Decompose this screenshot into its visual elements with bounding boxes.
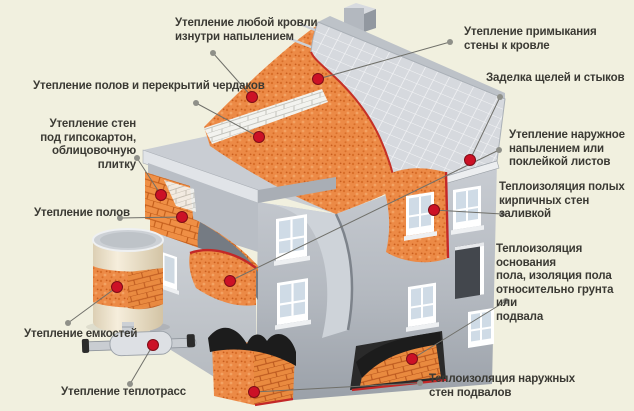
leader-line xyxy=(229,149,500,282)
basement-waterproofing-band xyxy=(356,332,441,378)
leader-endpoint-dots xyxy=(65,39,509,387)
marker-dot xyxy=(155,189,167,201)
window-dark-opening xyxy=(455,242,484,299)
basement-corner-cutaway xyxy=(208,327,296,407)
label-heat-mains: Утепление теплотрасс xyxy=(61,386,186,398)
window xyxy=(404,191,437,241)
marker-dot xyxy=(406,353,418,365)
window-patch-red-edge xyxy=(444,171,450,259)
chimney xyxy=(344,3,376,32)
room-wall-mesh-patch xyxy=(164,180,196,212)
marker-dot xyxy=(464,154,476,166)
marker-dot xyxy=(147,339,159,351)
leader-line xyxy=(212,52,253,98)
marker-dot xyxy=(312,73,324,85)
window xyxy=(406,282,439,332)
basement-red-stripe xyxy=(254,397,294,407)
leader-dot xyxy=(503,298,509,304)
leader-dot xyxy=(497,94,503,100)
facade-patch-red-edge xyxy=(189,249,257,269)
leader-line xyxy=(129,344,154,385)
label-cracks-joints: Заделка щелей и стыков xyxy=(486,72,625,84)
leader-dot xyxy=(127,381,133,387)
attic-insulation xyxy=(204,26,396,214)
leader-line xyxy=(119,216,183,219)
leader-line xyxy=(317,41,451,80)
label-hollow-brick-walls: Теплоизоляция полых кирпичных стен залив… xyxy=(499,181,625,220)
marker-dot xyxy=(224,275,236,287)
marker-dot xyxy=(111,281,123,293)
house xyxy=(142,3,506,407)
leader-dot xyxy=(499,211,505,217)
leader-line xyxy=(433,209,503,215)
label-external-spray-sheets: Утепление наружное напылением или поклей… xyxy=(509,129,625,168)
leader-line xyxy=(411,300,507,360)
leader-lines xyxy=(67,41,507,393)
leader-line xyxy=(136,157,162,196)
leader-dot xyxy=(193,100,199,106)
facade-spray-patch xyxy=(189,250,256,306)
window xyxy=(161,251,179,295)
marker-dots xyxy=(111,73,476,398)
leader-dot xyxy=(134,155,140,161)
interior-cut-edge xyxy=(334,213,354,331)
basement-floor-cutaway xyxy=(350,331,447,392)
marker-dot xyxy=(248,386,260,398)
marker-dot xyxy=(428,204,440,216)
basement-corner-insulation-left xyxy=(212,342,254,405)
window xyxy=(274,214,310,266)
leader-line xyxy=(469,96,501,161)
leader-dot xyxy=(117,215,123,221)
marker-dot xyxy=(246,91,258,103)
marker-dot xyxy=(253,131,265,143)
label-walls-drywall-tile: Утепление стен под гипсокартон, облицово… xyxy=(40,118,136,171)
label-wall-roof-junction: Утепление примыкания стены к кровле xyxy=(464,26,597,52)
basement-floor-insulation xyxy=(360,344,441,386)
basement-waterproofing xyxy=(208,327,296,366)
tank-insulation-brick xyxy=(128,268,163,310)
basement-red-stripe xyxy=(351,378,447,392)
leader-line xyxy=(253,382,421,393)
leader-dot xyxy=(65,320,71,326)
label-tanks: Утепление емкостей xyxy=(24,328,138,340)
interior-cut-surface xyxy=(258,202,352,338)
label-floors: Утепление полов xyxy=(34,207,130,219)
attic-brick-band xyxy=(204,89,328,144)
leader-line xyxy=(195,102,260,138)
leader-dot xyxy=(447,39,453,45)
roof-back-edge xyxy=(318,16,505,99)
leader-dot xyxy=(496,147,502,153)
window xyxy=(275,278,311,330)
leader-dot xyxy=(417,380,423,386)
label-basement-walls: Теплоизоляция наружных стен подвалов xyxy=(429,373,576,399)
label-roof-inside-spray: Утепление любой кровли изнутри напыление… xyxy=(175,17,318,43)
leader-dot xyxy=(210,50,216,56)
window xyxy=(451,185,484,235)
window xyxy=(468,307,494,348)
marker-dot xyxy=(176,211,188,223)
label-attic-floors: Утепление полов и перекрытий чердаков xyxy=(33,80,265,92)
roof-cut-red-stripe xyxy=(310,51,398,192)
storage-tank xyxy=(86,228,170,342)
leader-line xyxy=(67,286,118,324)
label-floor-base: Теплоизоляция основания пола, изоляция п… xyxy=(496,243,614,323)
